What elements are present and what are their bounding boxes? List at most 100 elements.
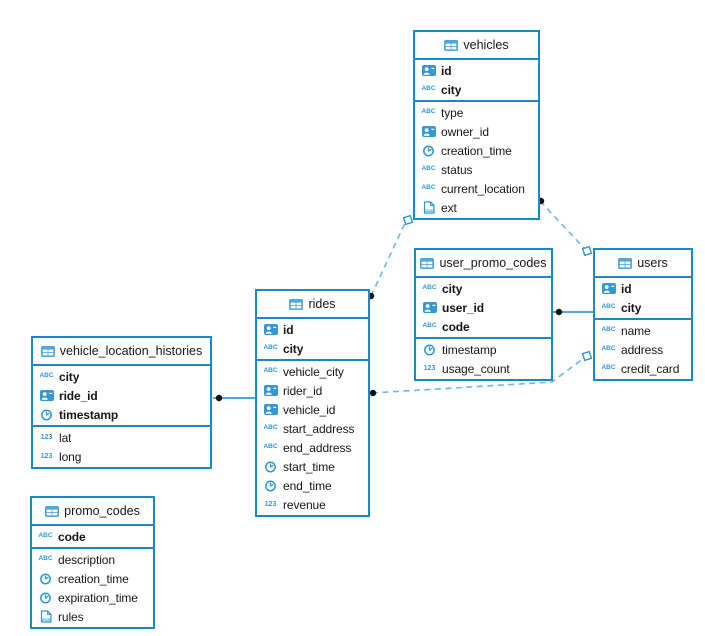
number-icon: 123: [264, 501, 277, 508]
table-icon: [444, 39, 459, 51]
column-name: ride_id: [59, 388, 98, 403]
column-name: code: [442, 319, 470, 334]
table-header: users: [595, 250, 691, 278]
json-icon: JSON: [37, 610, 54, 623]
column-row: start_time: [257, 457, 368, 476]
user-id-icon: [421, 302, 438, 313]
user-id-icon: [262, 324, 279, 335]
column-name: ext: [441, 200, 457, 215]
text-icon: ABC: [421, 184, 436, 192]
column-row: id: [257, 320, 368, 339]
table-header: promo_codes: [32, 498, 153, 526]
relationship-vehicles-users: [539, 200, 585, 249]
column-name: id: [283, 322, 294, 337]
table-header: user_promo_codes: [416, 250, 551, 278]
column-name: lat: [59, 430, 72, 445]
text-icon: ABC: [263, 424, 278, 432]
time-icon: [37, 572, 54, 585]
key-divider: [415, 100, 538, 102]
table-header: vehicles: [415, 32, 538, 60]
column-row: timestamp: [33, 405, 210, 424]
time-icon: [38, 408, 55, 421]
column-name: end_time: [283, 478, 332, 493]
table-header: vehicle_location_histories: [33, 338, 210, 366]
column-row: creation_time: [32, 569, 153, 588]
user-id-icon: [420, 126, 437, 137]
user-id-icon: [262, 404, 279, 415]
table-title: promo_codes: [64, 504, 140, 518]
column-name: vehicle_id: [283, 402, 336, 417]
column-row: owner_id: [415, 122, 538, 141]
column-name: user_id: [442, 300, 484, 315]
json-icon: JSON: [420, 201, 437, 214]
key-divider: [595, 318, 691, 320]
column-row: ABC current_location: [415, 179, 538, 198]
relationship-rides-users: [371, 357, 585, 394]
text-icon: ABC: [421, 85, 436, 93]
column-row: rider_id: [257, 381, 368, 400]
text-icon: ABC: [601, 303, 616, 311]
text-icon: ABC: [601, 364, 616, 372]
column-name: vehicle_city: [283, 364, 344, 379]
user-id-icon: [420, 65, 437, 76]
column-name: city: [441, 82, 462, 97]
column-name: credit_card: [621, 361, 680, 376]
column-row: timestamp: [416, 340, 551, 359]
column-name: description: [58, 552, 115, 567]
number-icon: 123: [40, 453, 53, 460]
column-name: name: [621, 323, 651, 338]
column-name: rider_id: [283, 383, 323, 398]
svg-text:JSON: JSON: [41, 618, 51, 622]
svg-text:JSON: JSON: [424, 209, 434, 213]
one-side-square-marker: [581, 245, 593, 257]
many-side-dot-marker: [369, 389, 377, 397]
table-icon: [618, 257, 633, 269]
column-name: type: [441, 105, 464, 120]
one-side-square-marker: [402, 214, 414, 226]
column-name: id: [441, 63, 452, 78]
column-name: start_address: [283, 421, 355, 436]
column-name: timestamp: [59, 407, 119, 422]
column-name: status: [441, 162, 473, 177]
column-name: creation_time: [441, 143, 512, 158]
column-name: creation_time: [58, 571, 129, 586]
text-icon: ABC: [38, 532, 53, 540]
column-row: JSON ext: [415, 198, 538, 217]
table-title: vehicle_location_histories: [59, 344, 203, 358]
text-icon: ABC: [422, 322, 437, 330]
time-icon: [262, 479, 279, 492]
table-title: vehicles: [463, 38, 509, 52]
column-name: revenue: [283, 497, 326, 512]
column-name: current_location: [441, 181, 525, 196]
time-icon: [420, 144, 437, 157]
time-icon: [262, 460, 279, 473]
key-divider: [32, 547, 153, 549]
table-title: user_promo_codes: [439, 256, 547, 270]
many-side-dot-marker: [215, 394, 223, 402]
column-row: ride_id: [33, 386, 210, 405]
column-name: id: [621, 281, 632, 296]
relationship-rides-vehicles: [370, 222, 406, 297]
key-divider: [416, 337, 551, 339]
text-icon: ABC: [263, 443, 278, 451]
column-name: rules: [58, 609, 84, 624]
